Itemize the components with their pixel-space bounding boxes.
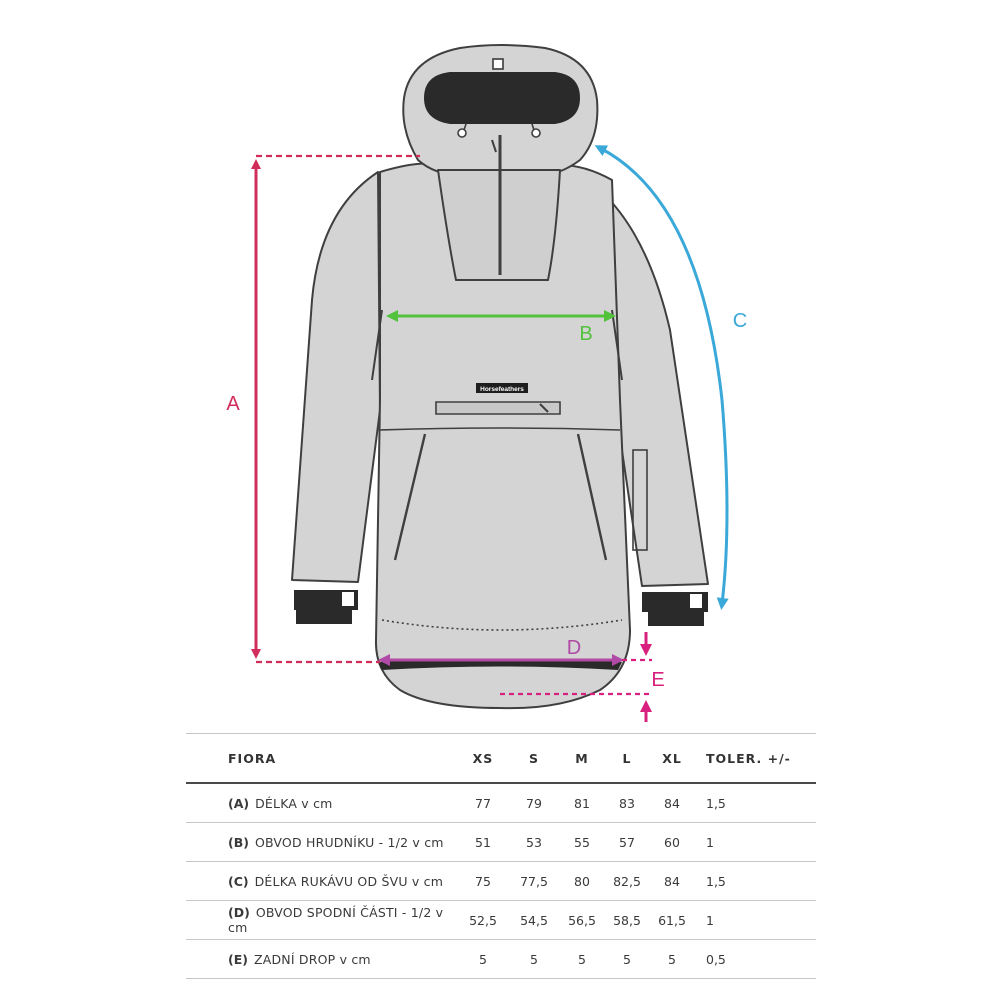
brand-tag-text: Horsefeathers	[480, 386, 524, 393]
value-cell: 53	[526, 834, 542, 850]
right-cuff-strap	[648, 612, 704, 626]
value-cell: 5	[578, 951, 586, 967]
tolerance-header: TOLER. +/-	[696, 733, 816, 784]
measure-label: DÉLKA RUKÁVU OD ŠVU v cm	[254, 873, 444, 889]
label-b: B	[579, 323, 592, 345]
right-cuff-tab	[690, 594, 702, 608]
left-cuff-tab	[342, 592, 354, 606]
size-header-m: M	[558, 733, 606, 784]
value-cell: 51	[475, 834, 491, 850]
value-cell: 84	[664, 795, 680, 811]
jacket-measurement-diagram: Horsefeathers A B C D E	[226, 44, 747, 722]
value-cell: 5	[530, 951, 538, 967]
measure-code: (C)	[228, 873, 249, 889]
jacket-details	[371, 58, 648, 631]
size-header-l: L	[606, 733, 648, 784]
measure-label: OBVOD SPODNÍ ČÁSTI - 1/2 v cm	[228, 905, 444, 935]
value-cell: 5	[668, 951, 676, 967]
left-sleeve	[291, 171, 381, 583]
size-table: FIORA XS S M L XL TOLER. +/- (A) DÉLKA v …	[186, 733, 816, 979]
value-cell: 5	[479, 951, 487, 967]
value-cell: 77,5	[520, 873, 548, 889]
value-cell: 79	[526, 795, 542, 811]
label-a: A	[226, 393, 240, 415]
brand-tag	[476, 383, 528, 393]
table-row: (C) DÉLKA RUKÁVU OD ŠVU v cm 75 77,5 80 8…	[186, 862, 816, 901]
measure-label: DÉLKA v cm	[255, 795, 333, 811]
tolerance-cell: 1	[706, 834, 714, 850]
table-row: (E) ZADNÍ DROP v cm 5 5 5 5 5 0,5	[186, 940, 816, 979]
value-cell: 75	[475, 873, 491, 889]
measure-code: (A)	[228, 795, 250, 811]
value-cell: 77	[475, 795, 491, 811]
value-cell: 60	[664, 834, 680, 850]
measure-label: ZADNÍ DROP v cm	[253, 951, 371, 967]
measure-a: A	[226, 154, 420, 664]
measure-e: E	[500, 632, 665, 722]
label-e: E	[651, 669, 664, 691]
value-cell: 83	[619, 795, 635, 811]
table-row: (D)OBVOD SPODNÍ ČÁSTI - 1/2 v cm 52,5 54…	[186, 901, 816, 940]
value-cell: 81	[574, 795, 590, 811]
value-cell: 61,5	[658, 912, 686, 928]
value-cell: 52,5	[469, 912, 497, 928]
value-cell: 80	[574, 873, 590, 889]
table-row: (B) OBVOD HRUDNÍKU - 1/2 v cm 51 53 55 57…	[186, 823, 816, 862]
product-name: FIORA	[186, 733, 456, 784]
measure-b: B	[386, 310, 616, 345]
size-header-xl: XL	[648, 733, 696, 784]
value-cell: 54,5	[520, 912, 548, 928]
value-cell: 56,5	[568, 912, 596, 928]
table-row: (A) DÉLKA v cm 77 79 81 83 84 1,5	[186, 783, 816, 823]
size-header-s: S	[510, 733, 558, 784]
measure-code: (B)	[228, 834, 249, 850]
tolerance-cell: 0,5	[706, 951, 726, 967]
tolerance-cell: 1,5	[706, 873, 726, 889]
measure-d: D	[378, 637, 624, 666]
measure-c: C	[594, 145, 747, 610]
tolerance-cell: 1,5	[706, 795, 726, 811]
measure-code: (D)	[228, 905, 250, 920]
value-cell: 58,5	[613, 912, 641, 928]
tolerance-cell: 1	[706, 912, 714, 928]
label-c: C	[733, 310, 747, 332]
table-header-row: FIORA XS S M L XL TOLER. +/-	[186, 733, 816, 784]
value-cell: 57	[619, 834, 635, 850]
label-d: D	[567, 637, 581, 659]
hood-opening	[424, 72, 580, 124]
value-cell: 82,5	[613, 873, 641, 889]
measure-label: OBVOD HRUDNÍKU - 1/2 v cm	[254, 834, 444, 850]
left-cuff-strap	[296, 610, 352, 624]
measure-code: (E)	[228, 951, 248, 967]
value-cell: 84	[664, 873, 680, 889]
value-cell: 5	[623, 951, 631, 967]
size-header-xs: XS	[456, 733, 510, 784]
value-cell: 55	[574, 834, 590, 850]
